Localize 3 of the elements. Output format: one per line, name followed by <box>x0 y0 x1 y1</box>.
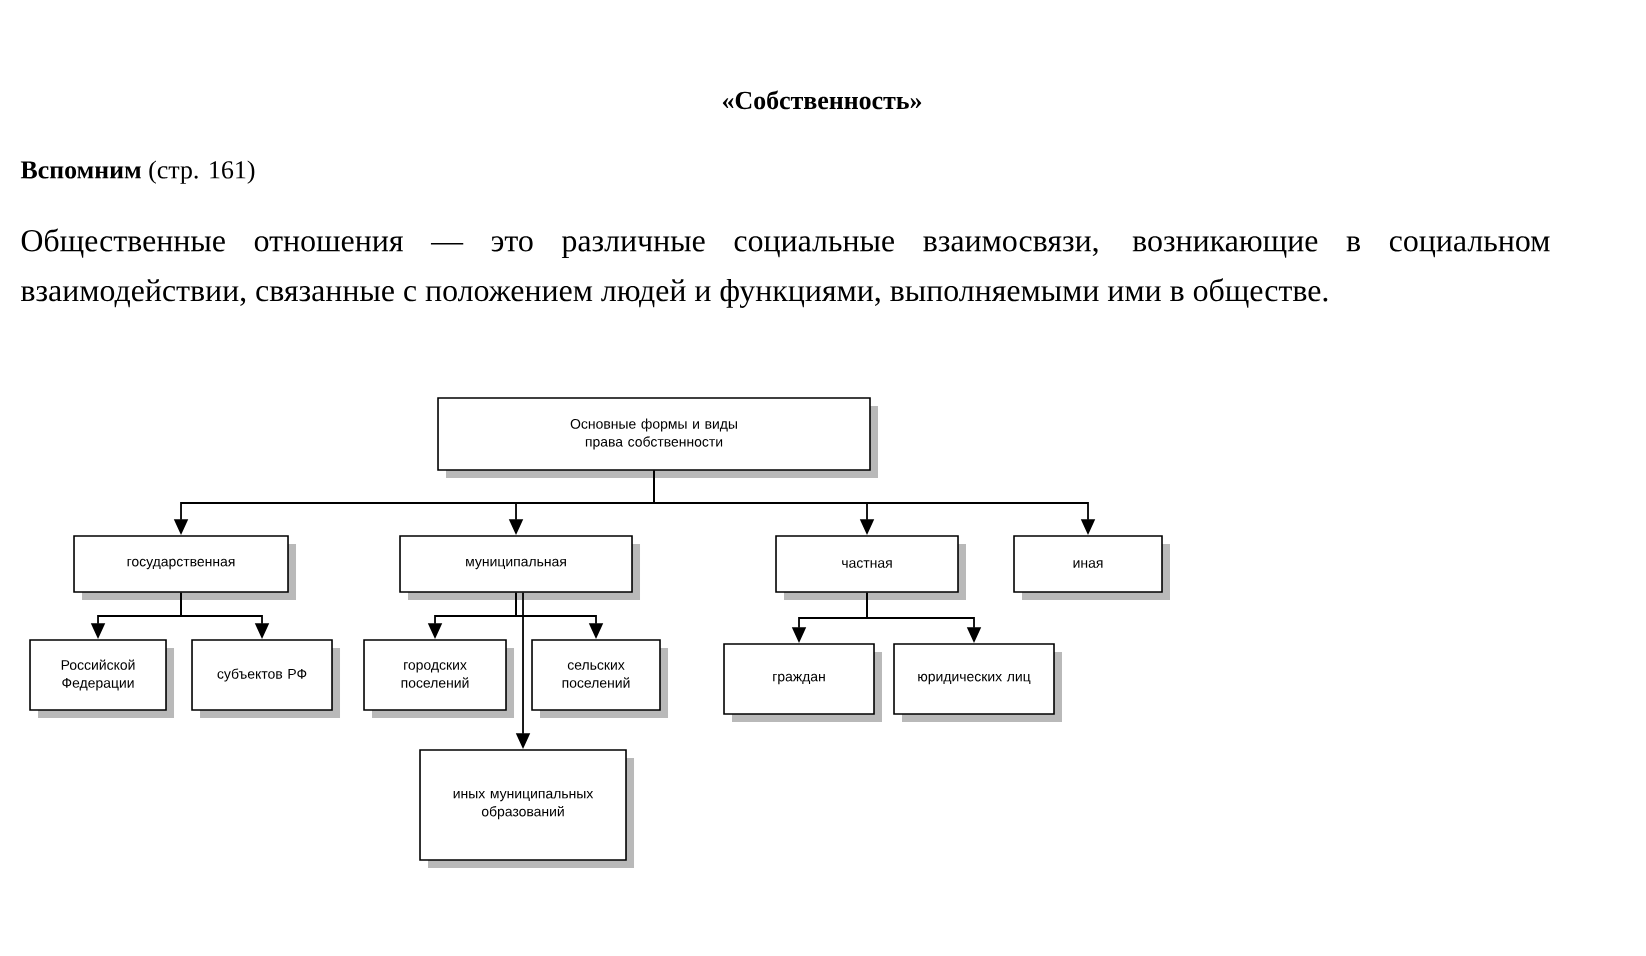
title: «Собственность» <box>722 90 922 110</box>
heading: Вспомним (стр. 161) <box>20 160 255 184</box>
paragraph: Общественные отношения — это различные социальные взаимосвязи, возникающие в социальном взаимодействии, связанные с положением людей и функциями, выполняемыми ими в обществе. <box>21 228 1550 308</box>
